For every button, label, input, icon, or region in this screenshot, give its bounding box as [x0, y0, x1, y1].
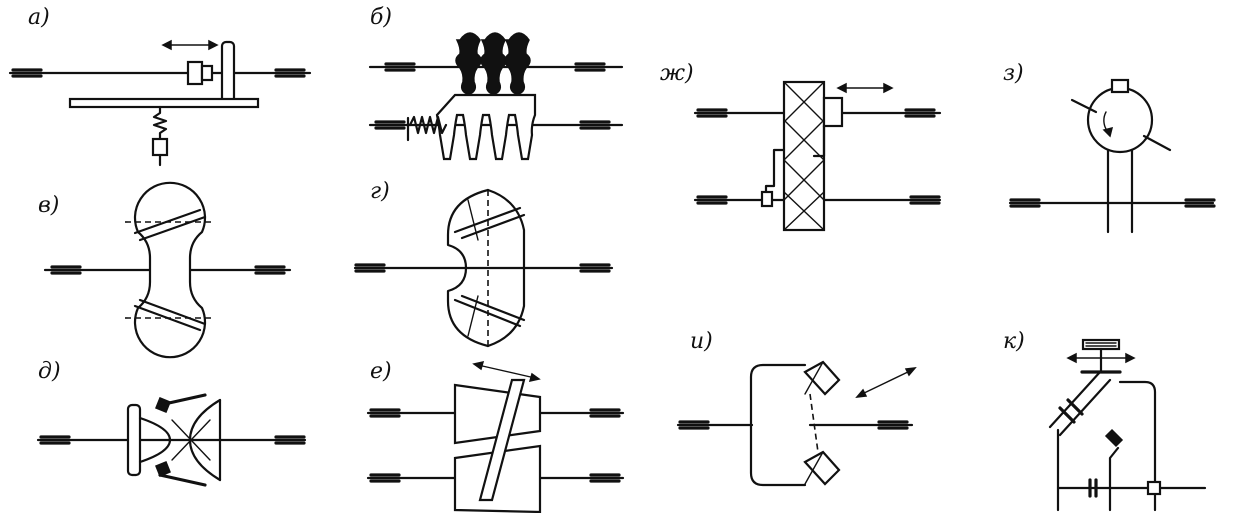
shift-arrow	[477, 364, 536, 379]
panel-label-zh: ж)	[660, 61, 694, 86]
torus-half-left	[446, 188, 490, 348]
panel-label-d: д)	[38, 359, 61, 384]
sliding-wheel	[186, 60, 204, 86]
arrow-left-icon	[162, 40, 172, 50]
panel-a: а)	[8, 5, 312, 167]
cone-disc-set-upper	[455, 32, 531, 95]
tilted-shaft	[1048, 370, 1112, 437]
friction-disc	[220, 40, 236, 104]
cone-right	[188, 398, 222, 482]
panel-v: в)	[38, 181, 292, 359]
torus-half-right	[486, 188, 526, 348]
panel-label-v: в)	[38, 193, 59, 218]
roller-right	[1142, 134, 1172, 152]
comb-disc-set-lower	[435, 93, 537, 161]
spring-base	[151, 137, 169, 157]
cone-left	[138, 416, 172, 464]
panel-label-k: к)	[1003, 329, 1025, 354]
output-stem	[1106, 148, 1134, 234]
panel-i: и)	[676, 329, 917, 487]
panel-d: д)	[36, 359, 307, 487]
panel-label-i: и)	[690, 329, 713, 354]
panel-g: г)	[353, 179, 614, 348]
roller	[453, 298, 522, 328]
carrier-frame	[749, 363, 807, 487]
panel-b: б)	[368, 5, 624, 161]
roller-left	[1070, 98, 1098, 114]
panel-label-z: з)	[1003, 61, 1024, 86]
roller-cap	[1110, 78, 1130, 94]
belt-ring	[478, 378, 526, 502]
panel-label-g: г)	[370, 179, 390, 204]
friction-roller	[1104, 428, 1124, 448]
lever-plate	[68, 97, 260, 109]
panel-label-b: б)	[370, 5, 392, 30]
spring-icon	[408, 115, 448, 135]
spring-icon	[152, 105, 168, 141]
flange-left	[126, 403, 142, 477]
panel-zh: ж)	[660, 61, 942, 232]
panel-label-e: е)	[370, 359, 392, 384]
panel-e: е)	[366, 359, 625, 513]
panel-k: к)	[1003, 329, 1207, 512]
shift-arrow	[859, 369, 913, 396]
roller-bottom	[155, 461, 171, 477]
housing	[1118, 380, 1157, 512]
sphere	[1086, 86, 1154, 154]
panel-z: з)	[1003, 61, 1216, 234]
adjust-screw	[1081, 338, 1121, 351]
panel-label-a: а)	[28, 5, 50, 30]
roller	[453, 206, 522, 234]
arrow-right-icon	[208, 40, 218, 50]
wheel-hub	[200, 64, 214, 82]
shift-collar	[822, 96, 844, 128]
